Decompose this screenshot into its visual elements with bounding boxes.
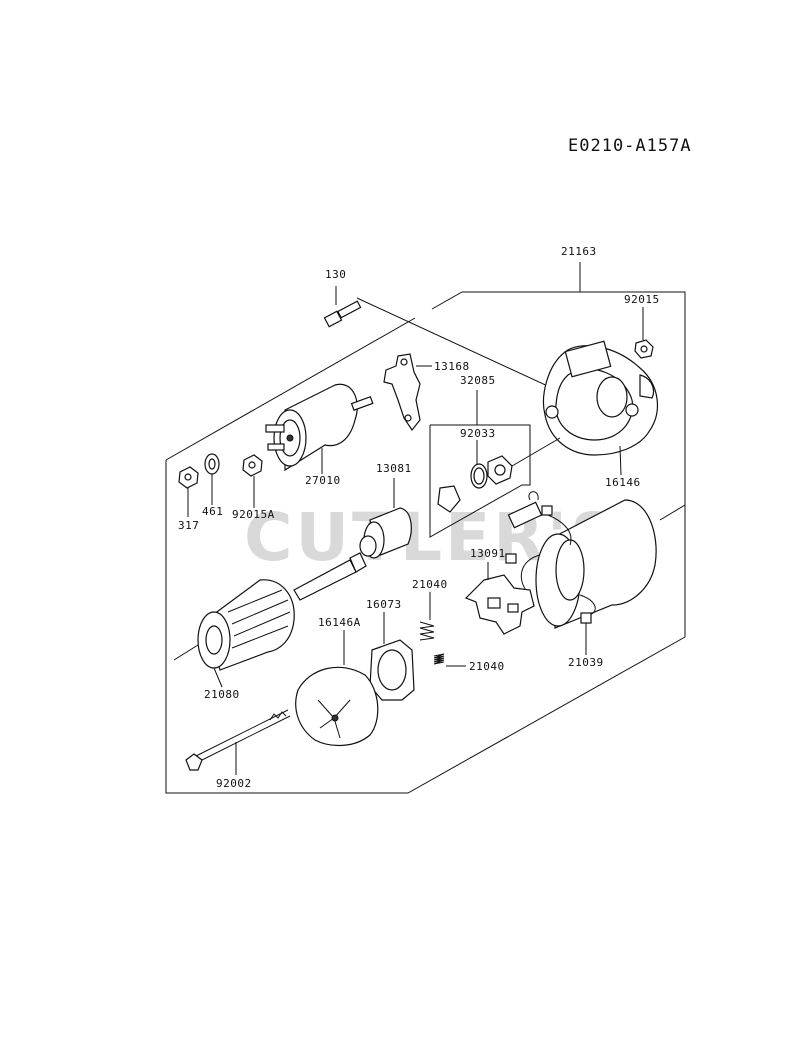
label-16073: 16073 bbox=[366, 598, 402, 611]
pinion-clutch-13081[interactable] bbox=[359, 478, 412, 559]
washer-461[interactable] bbox=[204, 453, 220, 505]
label-92002: 92002 bbox=[216, 777, 252, 790]
label-21163: 21163 bbox=[561, 245, 597, 258]
label-92033: 92033 bbox=[460, 427, 496, 440]
through-bolt-92002[interactable] bbox=[185, 709, 291, 775]
nut-317[interactable] bbox=[178, 466, 199, 517]
bushing-set-92033[interactable] bbox=[437, 437, 561, 513]
nut-92015A[interactable] bbox=[242, 454, 263, 508]
label-461: 461 bbox=[202, 505, 223, 518]
label-21040-lower: 21040 bbox=[469, 660, 505, 673]
rear-cover-16146A[interactable] bbox=[295, 630, 379, 746]
yoke-field-21163[interactable] bbox=[505, 491, 686, 655]
label-16146: 16146 bbox=[605, 476, 641, 489]
nut-92015[interactable] bbox=[634, 307, 654, 359]
label-92015: 92015 bbox=[624, 293, 660, 306]
label-21080: 21080 bbox=[204, 688, 240, 701]
brush-plate-16073[interactable] bbox=[369, 612, 415, 701]
bolt-130[interactable] bbox=[323, 286, 362, 328]
label-27010: 27010 bbox=[305, 474, 341, 487]
front-housing-16146[interactable] bbox=[542, 340, 658, 476]
label-13091: 13091 bbox=[470, 547, 506, 560]
label-21039: 21039 bbox=[568, 656, 604, 669]
lever-13168[interactable] bbox=[383, 353, 432, 432]
label-13081: 13081 bbox=[376, 462, 412, 475]
spring-21040-lower[interactable] bbox=[433, 653, 466, 667]
solenoid-27010[interactable] bbox=[265, 383, 374, 474]
armature-21080[interactable] bbox=[173, 552, 367, 688]
label-92015A: 92015A bbox=[232, 508, 275, 521]
label-317: 317 bbox=[178, 519, 199, 532]
label-21040-upper: 21040 bbox=[412, 578, 448, 591]
label-13168: 13168 bbox=[434, 360, 470, 373]
label-32085: 32085 bbox=[460, 374, 496, 387]
subgroup-frame-32085 bbox=[429, 390, 531, 538]
assembly-frame bbox=[165, 262, 686, 794]
label-130: 130 bbox=[325, 268, 346, 281]
label-16146A: 16146A bbox=[318, 616, 361, 629]
spring-21040-upper[interactable] bbox=[419, 592, 435, 641]
diagram-code: E0210-A157A bbox=[568, 136, 692, 156]
brush-holder-13091[interactable] bbox=[464, 562, 535, 635]
